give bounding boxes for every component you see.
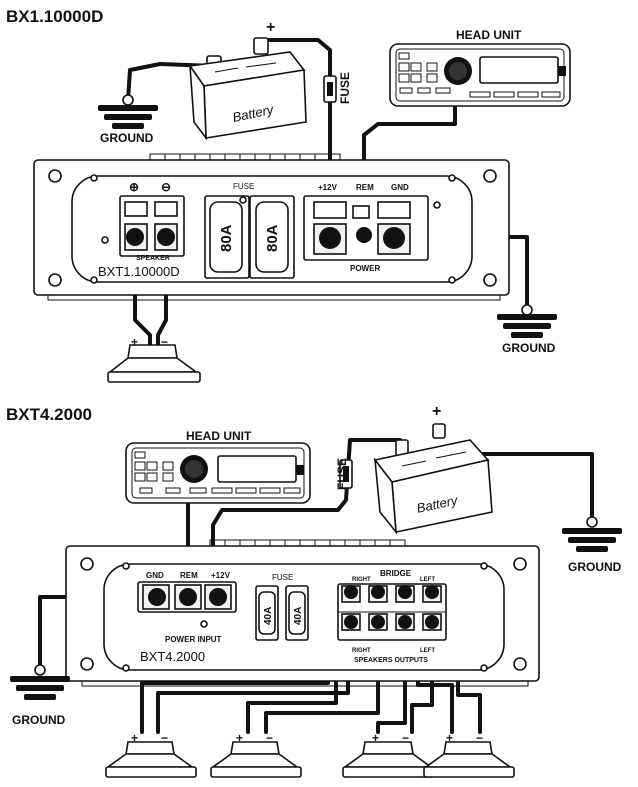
sub-2b-plus: +	[236, 731, 243, 745]
power-rem-label-1: REM	[356, 183, 374, 192]
diagram-2-title: BXT4.2000	[6, 405, 92, 424]
ground-label-left-2: GROUND	[12, 713, 66, 727]
power-12v-label-1: +12V	[318, 183, 338, 192]
head-unit-1: HEAD UNIT	[389, 28, 571, 107]
fuse-a-label-2: 40A	[263, 607, 274, 625]
battery-ground-wire-2	[468, 452, 594, 524]
speaker-outputs-label-2: SPEAKERS OUTPUTS	[354, 657, 428, 664]
subwoofer-2a: + −	[105, 731, 197, 778]
left-label-top-2: LEFT	[420, 577, 435, 583]
battery-1: + Battery	[188, 19, 307, 141]
battery-plus-sign-1: +	[266, 19, 275, 36]
sub-2a-minus: −	[161, 731, 168, 745]
fuse-b-label-2: 40A	[293, 607, 304, 625]
ground-symbol-left-1: GROUND	[98, 94, 158, 145]
bridge-label-2: BRIDGE	[380, 569, 412, 578]
term-rem-label-2: REM	[180, 571, 198, 580]
ground-symbol-right-1: GROUND	[497, 304, 557, 355]
sub-2b-minus: −	[266, 731, 273, 745]
sub-2d-plus: +	[446, 731, 453, 745]
amp-fuse-title-1: FUSE	[233, 182, 254, 191]
sub-2c-minus: −	[402, 731, 409, 745]
sub-2a-plus: +	[131, 731, 138, 745]
head-unit-title-2: HEAD UNIT	[186, 429, 252, 443]
inline-fuse-label-1: FUSE	[338, 72, 352, 104]
amplifier-2: GND REM +12V POWER INPUT BXT4.2000 FUSE …	[65, 539, 540, 687]
power-gnd-label-1: GND	[391, 183, 409, 192]
inline-fuse-1: FUSE	[323, 72, 352, 104]
speaker-minus-icon-1: ⊖	[161, 180, 171, 194]
right-label-top-2: RIGHT	[352, 577, 371, 583]
diagram-1-title: BX1.10000D	[6, 7, 103, 26]
model-label-1: BXT1.10000D	[98, 264, 180, 279]
right-label-bottom-2: RIGHT	[352, 648, 371, 654]
power-label-1: POWER	[350, 264, 380, 273]
fuse-a-label-1: 80A	[218, 224, 235, 252]
sub-plus-1: +	[131, 335, 138, 349]
head-unit-title-1: HEAD UNIT	[456, 28, 522, 42]
subwoofer-2c: + −	[342, 731, 434, 778]
ground-label-right-2: GROUND	[568, 560, 622, 574]
ground-symbol-right-2: GROUND	[562, 516, 622, 574]
fuse-b-label-1: 80A	[264, 224, 281, 252]
amp-fuse-title-2: FUSE	[272, 573, 293, 582]
power-input-label-2: POWER INPUT	[165, 635, 222, 644]
subwoofer-2d: + −	[423, 731, 515, 778]
battery-positive-wire-2	[211, 438, 402, 599]
speaker-label-1: SPEAKER	[136, 255, 170, 262]
head-unit-2: HEAD UNIT	[125, 429, 311, 504]
diagram-2: BXT4.2000 HEAD UNIT	[6, 403, 622, 778]
battery-2: + Battery	[373, 403, 493, 535]
sub-2c-plus: +	[372, 731, 379, 745]
ground-label-right-1: GROUND	[502, 341, 556, 355]
battery-plus-sign-2: +	[432, 403, 441, 420]
amplifier-1: ⊕ ⊖ SPEAKER BXT1.10000D FUSE 80A 80A +12…	[33, 153, 510, 301]
inline-fuse-label-2: FUSE	[335, 458, 349, 490]
term-gnd-label-2: GND	[146, 571, 164, 580]
model-label-2: BXT4.2000	[140, 649, 205, 664]
subwoofer-2b: + −	[210, 731, 302, 778]
ground-label-left-1: GROUND	[100, 131, 154, 145]
sub-minus-1: −	[161, 335, 168, 349]
left-label-bottom-2: LEFT	[420, 648, 435, 654]
speaker-plus-icon-1: ⊕	[129, 180, 139, 194]
ground-symbol-left-2: GROUND	[10, 664, 70, 727]
term-12v-label-2: +12V	[211, 571, 231, 580]
sub-2d-minus: −	[476, 731, 483, 745]
subwoofer-1: + −	[107, 335, 201, 383]
inline-fuse-2: FUSE	[335, 458, 353, 490]
battery-ground-wire-1	[126, 62, 217, 102]
diagram-1: BX1.10000D GROUND + Battery	[6, 7, 571, 383]
